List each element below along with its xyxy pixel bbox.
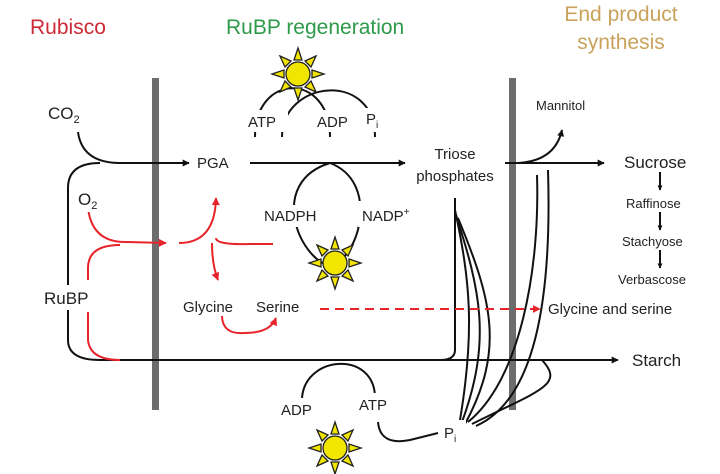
- triose-to-starch-line: [439, 198, 456, 361]
- triose-to-pi-line-3: [457, 217, 491, 425]
- to-glycine-red-arrow: [211, 242, 220, 281]
- red-pathways: [87, 197, 541, 361]
- rubp-label: RuBP: [44, 289, 88, 308]
- pga-up-red-arrow: [178, 197, 220, 244]
- pi-to-starch-line: [471, 359, 552, 425]
- sun-icon: [306, 234, 364, 292]
- nadph-label: NADPH: [264, 208, 317, 225]
- adp-top-label: ADP: [317, 114, 348, 131]
- atp-to-pi-line: [377, 421, 439, 443]
- atp-top-label: ATP: [248, 114, 276, 131]
- rubp-to-starch-red-line: [87, 312, 121, 361]
- mannitol-label: Mannitol: [536, 98, 585, 113]
- raffinose-label: Raffinose: [626, 196, 681, 211]
- sucrose-label: Sucrose: [624, 153, 686, 172]
- black-pathways: [67, 87, 663, 443]
- starch-arrow: [67, 310, 619, 364]
- pga-label: PGA: [197, 155, 229, 172]
- glycine-label: Glycine: [183, 299, 233, 316]
- header-rubisco: Rubisco: [30, 16, 106, 39]
- pi-top-label: Pi: [366, 111, 378, 131]
- triose-label-line2: phosphates: [416, 168, 494, 185]
- sun-icon: [306, 419, 364, 474]
- triose-to-pi-line-2: [455, 214, 481, 423]
- mannitol-arrow: [517, 129, 565, 164]
- serine-label: Serine: [256, 299, 299, 316]
- glycine-serine-label: Glycine and serine: [548, 301, 672, 318]
- red-branch-right: [215, 237, 273, 246]
- header-end-product-line2: synthesis: [577, 31, 665, 54]
- sun-icon: [269, 45, 327, 103]
- pi-to-sucrose-line-1: [467, 174, 539, 423]
- triose-to-pi-line-1: [454, 209, 471, 421]
- pi-bottom-label: Pi: [444, 425, 456, 445]
- header-end-product-line1: End product: [564, 3, 677, 26]
- rubp-to-co2-line: [67, 162, 101, 290]
- co2-to-pga-arrow: [77, 131, 190, 167]
- nadp-label: NADP+: [362, 207, 410, 225]
- o2-to-pga-arrow: [87, 207, 167, 247]
- stachyose-label: Stachyose: [622, 234, 683, 249]
- rubp-to-o2-red-line: [87, 244, 121, 280]
- atp-bottom-label: ATP: [359, 397, 387, 414]
- glycine-to-serine-red-arrow: [221, 314, 278, 335]
- triose-label-line1: Triose: [434, 146, 475, 163]
- verbascose-label: Verbascose: [618, 272, 686, 287]
- membrane-bar-right: [509, 78, 516, 410]
- header-rubp-regeneration: RuBP regeneration: [226, 16, 404, 39]
- adp-bottom-label: ADP: [281, 402, 312, 419]
- membrane-bar-left: [152, 78, 159, 410]
- starch-label: Starch: [632, 351, 681, 370]
- co2-label: CO2: [48, 104, 80, 126]
- pi-to-sucrose-line-2: [475, 169, 550, 427]
- adp-atp-bottom-loop: [301, 362, 376, 399]
- o2-label: O2: [78, 190, 97, 212]
